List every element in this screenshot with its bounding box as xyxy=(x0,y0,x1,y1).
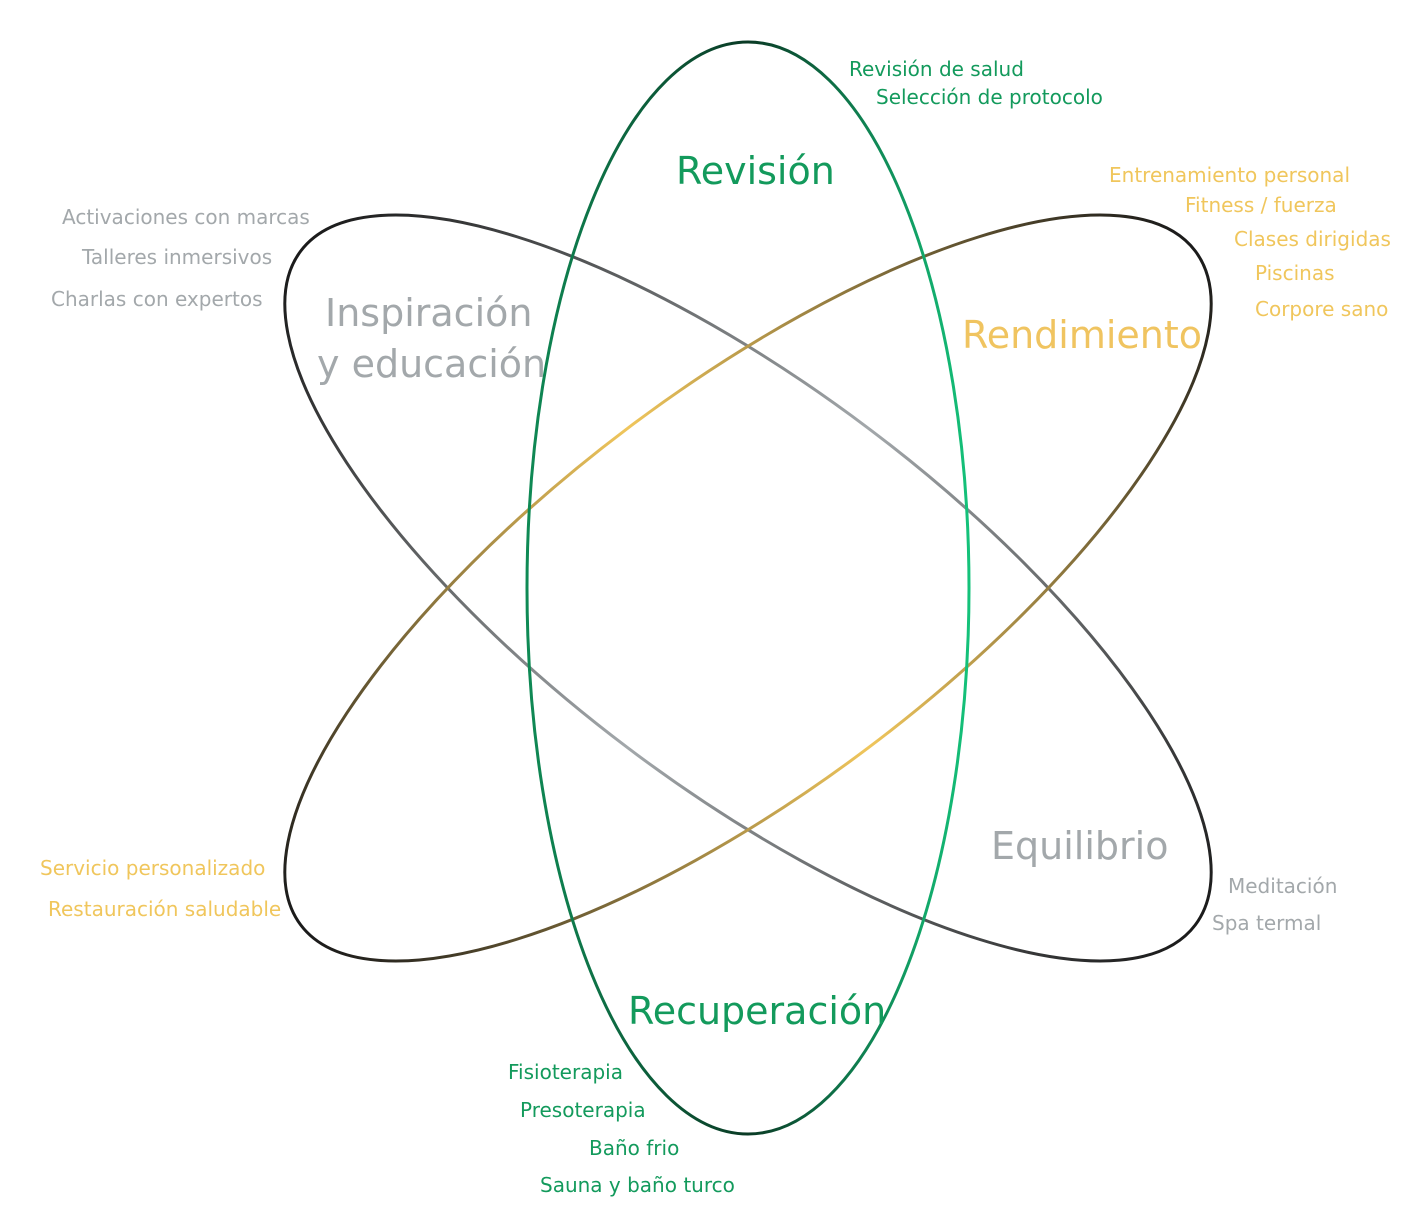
inspiracion-item: Talleres inmersivos xyxy=(82,245,273,269)
rendimiento-item: Piscinas xyxy=(1255,261,1335,285)
recuperacion-item: Fisioterapia xyxy=(508,1060,623,1084)
rendimiento-item: Corpore sano xyxy=(1255,297,1389,321)
restauracion-item: Restauración saludable xyxy=(48,897,282,921)
recuperacion-item: Presoterapia xyxy=(520,1098,646,1122)
section-title-inspiracion-line1: Inspiración xyxy=(325,291,533,335)
equilibrio-item: Meditación xyxy=(1228,874,1338,898)
section-title-revision: Revisión xyxy=(676,149,835,193)
section-title-inspiracion-line2: y educación xyxy=(317,342,547,386)
ellipse-gold-diagonal xyxy=(283,213,1213,963)
section-title-rendimiento: Rendimiento xyxy=(962,313,1203,357)
ellipse-green-vertical xyxy=(525,40,971,1136)
revision-item: Revisión de salud xyxy=(849,57,1024,81)
recuperacion-item: Sauna y baño turco xyxy=(540,1173,735,1197)
equilibrio-item: Spa termal xyxy=(1212,911,1322,935)
section-title-recuperacion: Recuperación xyxy=(628,989,887,1033)
rendimiento-item: Entrenamiento personal xyxy=(1109,163,1350,187)
recuperacion-item: Baño frio xyxy=(589,1136,680,1160)
rendimiento-item: Fitness / fuerza xyxy=(1185,193,1337,217)
inspiracion-item: Activaciones con marcas xyxy=(62,205,310,229)
revision-item: Selección de protocolo xyxy=(876,85,1103,109)
ellipse-gray-diagonal xyxy=(283,213,1213,963)
inspiracion-item: Charlas con expertos xyxy=(51,287,263,311)
section-title-equilibrio: Equilibrio xyxy=(991,824,1169,868)
rendimiento-item: Clases dirigidas xyxy=(1234,227,1391,251)
restauracion-item: Servicio personalizado xyxy=(40,856,266,880)
